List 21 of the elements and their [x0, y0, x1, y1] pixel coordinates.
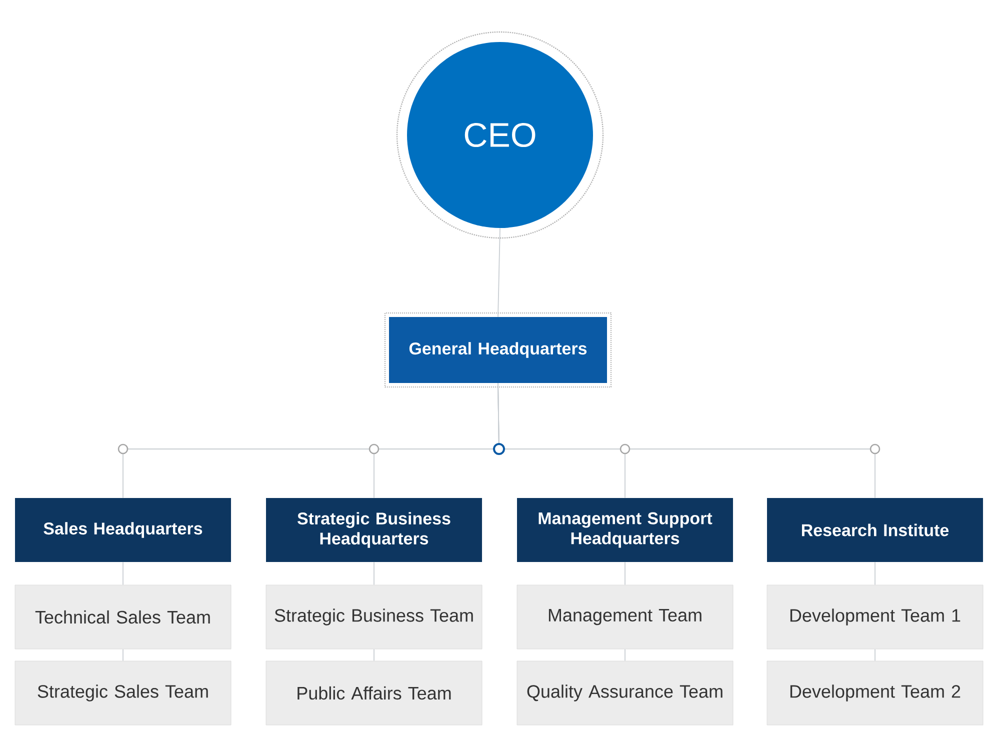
team-box: Development Team 1 — [766, 584, 984, 650]
connector-line — [122, 562, 124, 586]
team-box: Development Team 2 — [766, 660, 984, 726]
division-box: Management Support Headquarters — [517, 498, 733, 562]
connector-line — [498, 382, 876, 498]
team-box: Strategic Business Team — [266, 584, 482, 650]
connector-line — [874, 562, 876, 586]
division-box: Sales Headquarters — [15, 498, 231, 562]
connector-line — [624, 648, 626, 662]
connector-line — [874, 648, 876, 662]
team-box: Technical Sales Team — [14, 584, 232, 650]
headquarters-box: General Headquarters — [389, 317, 607, 383]
team-box: Management Team — [516, 584, 734, 650]
team-box: Public Affairs Team — [266, 660, 482, 726]
team-box: Quality Assurance Team — [516, 660, 734, 726]
connector-line — [498, 228, 500, 318]
connector-line — [624, 562, 626, 586]
division-box: Strategic Business Headquarters — [266, 498, 482, 562]
team-box: Strategic Sales Team — [14, 660, 232, 726]
division-box: Research Institute — [767, 498, 984, 562]
connector-line — [122, 648, 124, 662]
